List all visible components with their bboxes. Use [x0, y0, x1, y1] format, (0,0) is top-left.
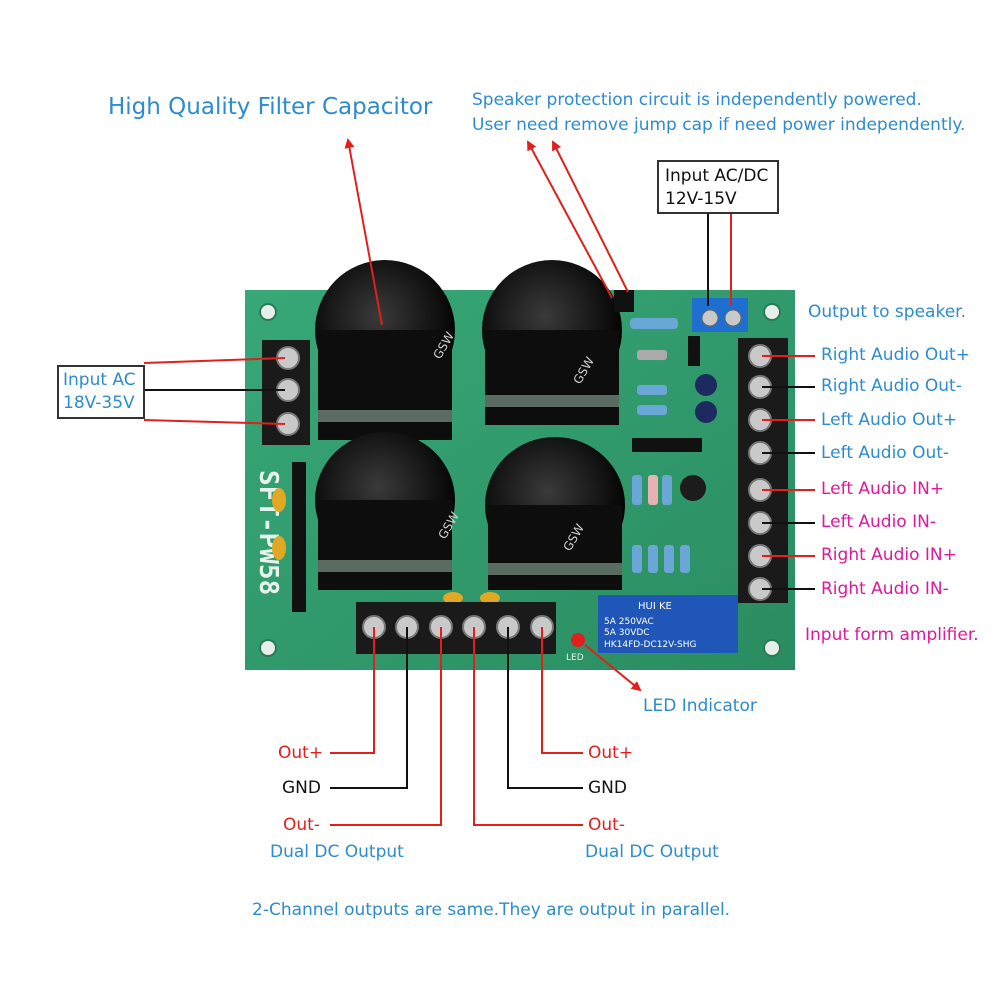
relay: HUI KE 5A 250VAC 5A 30VDC HK14FD-DC12V-S… [598, 595, 738, 653]
right-gnd-label: GND [588, 778, 627, 798]
relay-brand: HUI KE [638, 601, 672, 612]
ac-wire-1 [143, 357, 286, 364]
resistor [632, 475, 642, 505]
acdc-input-terminal [692, 298, 748, 332]
label-left-audio-out-minus: Left Audio Out- [821, 443, 950, 463]
mount-hole [763, 639, 781, 657]
resistor [637, 405, 667, 415]
label-left-audio-in-plus: Left Audio IN+ [821, 479, 945, 499]
capacitor-arrow [344, 138, 383, 326]
filter-capacitor: GSW [482, 260, 622, 425]
ic-chip [632, 438, 702, 452]
capacitor-title: High Quality Filter Capacitor [108, 94, 433, 120]
small-capacitor [480, 592, 500, 604]
label-right-audio-in-plus: Right Audio IN+ [821, 545, 957, 565]
relay-rating-1: 5A 250VAC [604, 617, 654, 627]
label-right-audio-out-plus: Right Audio Out+ [821, 345, 970, 365]
input-ac-box: Input AC 18V-35V [57, 365, 145, 419]
diode [648, 475, 658, 505]
dc-right-out-plus-wire [541, 627, 583, 754]
small-capacitor [272, 488, 286, 512]
left-gnd-label: GND [282, 778, 321, 798]
diode [637, 350, 667, 360]
audio-input-terminal [738, 473, 788, 603]
relay-model: HK14FD-DC12V-SHG [604, 640, 697, 650]
speaker-output-terminal [738, 338, 788, 473]
led-indicator-label: LED Indicator [643, 696, 757, 716]
small-capacitor [443, 592, 463, 604]
input-acdc-line1: Input AC/DC [665, 166, 769, 186]
input-from-amplifier: Input form amplifier. [805, 625, 979, 645]
resistor [664, 545, 674, 573]
dc-right-out-minus-wire [473, 627, 583, 826]
right-out-plus-label: Out+ [588, 743, 634, 763]
footer-note: 2-Channel outputs are same.They are outp… [252, 900, 731, 920]
left-out-minus-label: Out- [283, 815, 320, 835]
resistor [637, 385, 667, 395]
filter-capacitor: GSW [315, 260, 457, 440]
filter-capacitor: GSW [485, 437, 625, 590]
speaker-note-line1: Speaker protection circuit is independen… [472, 90, 922, 110]
input-acdc-line2: 12V-15V [665, 189, 737, 209]
output-to-speaker: Output to speaker. [808, 302, 966, 322]
resistor [632, 545, 642, 573]
dc-left-gnd-wire [330, 627, 408, 789]
rectifier-bridge [292, 462, 306, 612]
label-right-audio-in-minus: Right Audio IN- [821, 579, 949, 599]
resistor [648, 545, 658, 573]
left-out-plus-label: Out+ [278, 743, 324, 763]
jumper-arrow [527, 140, 613, 299]
ac-wire-3 [143, 419, 286, 425]
electrolytic-cap [695, 374, 717, 396]
label-left-audio-in-minus: Left Audio IN- [821, 512, 936, 532]
resistor [680, 545, 690, 573]
label-right-audio-out-minus: Right Audio Out- [821, 376, 962, 396]
mount-hole [259, 639, 277, 657]
mount-hole [763, 303, 781, 321]
input-ac-line1: Input AC [63, 370, 136, 390]
dc-left-out-minus-wire [330, 627, 442, 826]
led [571, 633, 585, 647]
jumper-arrow-2 [552, 140, 629, 293]
relay-rating-2: 5A 30VDC [604, 628, 650, 638]
led-silkscreen: LED [566, 653, 584, 663]
label-left-audio-out-plus: Left Audio Out+ [821, 410, 958, 430]
ac-input-terminal [262, 340, 310, 445]
electrolytic-cap [695, 401, 717, 423]
right-out-minus-label: Out- [588, 815, 625, 835]
led-arrow [584, 644, 642, 692]
left-dual-dc-caption: Dual DC Output [270, 842, 404, 862]
resistor [630, 318, 678, 329]
mount-hole [259, 303, 277, 321]
electrolytic-cap [680, 475, 706, 501]
input-ac-line2: 18V-35V [63, 393, 135, 413]
resistor [662, 475, 672, 505]
input-acdc-box: Input AC/DC 12V-15V [657, 160, 779, 214]
jumper-cap [614, 290, 634, 312]
right-dual-dc-caption: Dual DC Output [585, 842, 719, 862]
speaker-note-line2: User need remove jump cap if need power … [472, 115, 966, 135]
dc-output-terminal [356, 602, 556, 654]
filter-capacitor: GSW [315, 432, 462, 590]
dc-left-out-plus-wire [330, 627, 375, 754]
dc-right-gnd-wire [507, 627, 583, 789]
small-capacitor [272, 536, 286, 560]
transistor [688, 336, 700, 366]
